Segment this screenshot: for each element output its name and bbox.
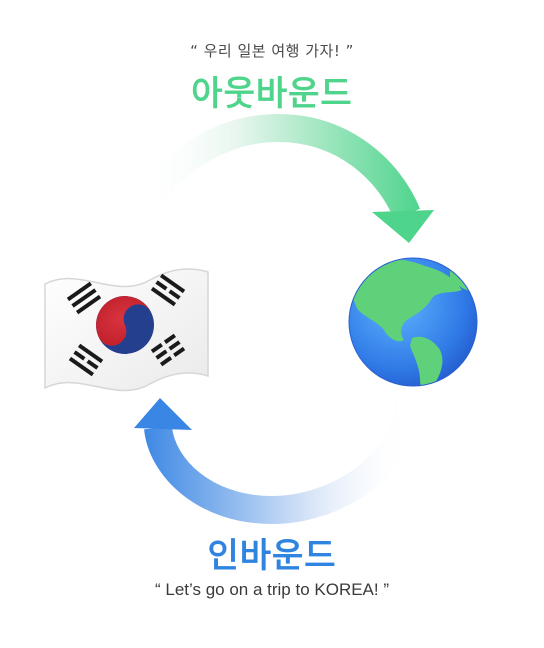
inbound-title: 인바운드 xyxy=(207,536,337,576)
south-korea-flag-icon xyxy=(44,268,209,392)
outbound-quote: “ 우리 일본 여행 가자! ” xyxy=(190,42,354,60)
inbound-quote: “ Let’s go on a trip to KOREA! ” xyxy=(154,580,389,599)
outbound-title: 아웃바운드 xyxy=(191,74,353,114)
globe-americas-icon xyxy=(348,257,478,387)
outbound-arrow xyxy=(126,113,434,243)
inbound-arrow xyxy=(134,398,422,525)
